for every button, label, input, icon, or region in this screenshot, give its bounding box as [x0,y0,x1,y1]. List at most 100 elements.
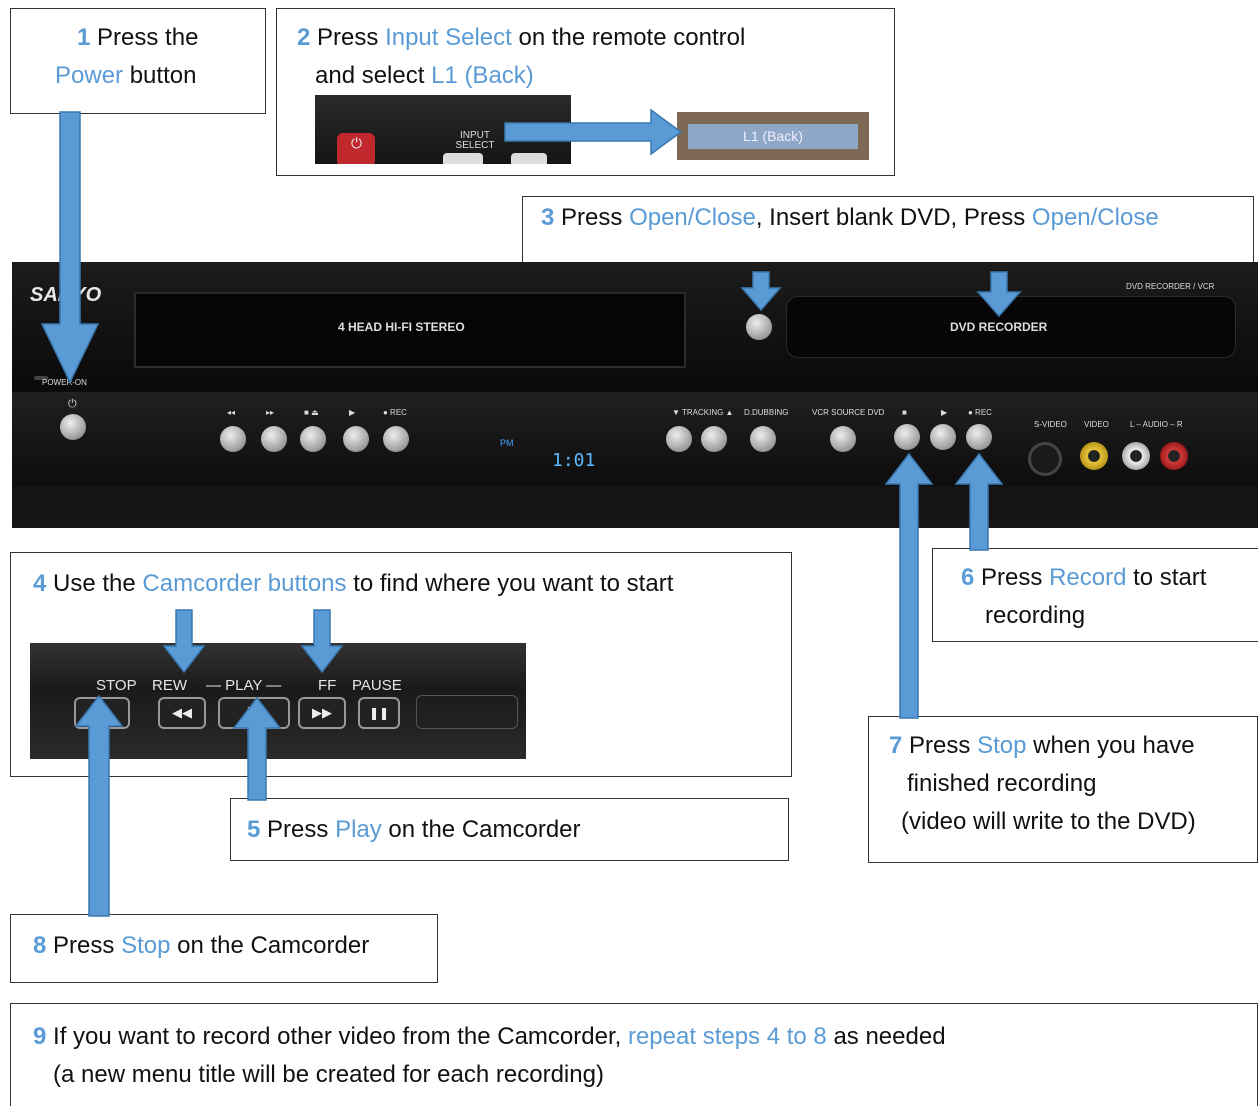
step-6-line-2: recording [985,597,1085,635]
tracking-label: ▼ TRACKING ▲ [672,408,734,417]
step-number: 9 [33,1023,47,1050]
step-5-line-1: 5 Press Play on the Camcorder [247,811,581,849]
vcr-play-label: ▶ [349,408,356,417]
step-text: (a new menu title will be created for ea… [53,1061,604,1088]
step-highlight: Record [1049,564,1127,591]
dvd-rec-button [966,424,992,450]
step-number: 1 [77,24,91,51]
remote-button [511,153,547,164]
step-number: 8 [33,932,47,959]
source-label: VCR SOURCE DVD [812,408,885,417]
step-8-box: 8 Press Stop on the Camcorder [10,914,438,983]
step-highlight: Power [55,62,124,89]
video-label: VIDEO [1084,420,1109,429]
step-text: recording [985,602,1086,629]
dvd-tray-label: DVD RECORDER [950,320,1048,334]
power-icon: ⏻ [68,398,77,410]
power-button [60,414,86,440]
step-7-line-3: (video will write to the DVD) [901,803,1196,841]
l1-back-option: L1 (Back) [688,124,858,149]
power-on-label: POWER-ON [42,378,87,387]
front-panel-strip [12,392,1258,486]
step-highlight: Open/Close [629,204,756,231]
vcr-door [134,292,686,368]
step-text: , Insert blank DVD, Press [755,204,1026,231]
power-icon: ⏻ [351,135,363,151]
step-number: 7 [889,732,903,759]
cam-ff-button: ▶▶ [298,697,346,729]
step-text: Press [561,204,623,231]
step-1-box: 1 Press the Power button [10,8,266,114]
step-9-line-2: (a new menu title will be created for ea… [53,1056,604,1094]
cam-stop-label: STOP [96,677,137,694]
step-1-line-1: 1 Press the [77,19,198,57]
vcr-rew-button [220,426,246,452]
display-time: 1:01 [552,450,596,471]
power-indicator [34,376,48,380]
vcr-rew-label: ◂◂ [227,408,236,417]
camcorder-photo: STOP REW — PLAY — FF PAUSE □ ◀◀ ▷ ▶▶ ❚❚ [30,643,526,759]
display-pm: PM [500,438,514,448]
step-number: 5 [247,816,261,843]
step-text: Press [317,24,379,51]
step-6-box: 6 Press Record to start recording [932,548,1258,642]
audio-right-jack [1160,442,1188,470]
cam-pause-label: PAUSE [352,677,402,694]
step-number: 4 [33,570,47,597]
video-jack [1080,442,1108,470]
step-text: on the remote control [518,24,746,51]
dvd-rec-label: ● REC [968,408,992,417]
arrow-step-8-to-stop [74,694,124,917]
step-1-line-2: Power button [55,57,196,95]
vcr-rec-button [383,426,409,452]
dubbing-button [750,426,776,452]
cam-panel-slot [416,695,518,729]
step-number: 2 [297,24,311,51]
arrow-step-1-to-power [40,111,100,384]
step-text: and select [315,62,425,89]
step-text: on the Camcorder [388,816,581,843]
step-9-box: 9 If you want to record other video from… [10,1003,1258,1106]
dvd-stop-label: ■ [902,408,907,417]
dvd-play-label: ▶ [941,408,948,417]
vcr-rec-label: ● REC [383,408,407,417]
arrow-step-4-to-rew [162,609,206,674]
step-7-box: 7 Press Stop when you have finished reco… [868,716,1258,863]
step-highlight: Open/Close [1031,204,1159,231]
audio-label: L – AUDIO – R [1130,420,1183,429]
step-3-box: 3 Press Open/Close, Insert blank DVD, Pr… [522,196,1254,273]
step-text: (video will write to the DVD) [901,808,1196,835]
vcr-ff-button [261,426,287,452]
arrow-step-5-to-play [232,696,282,801]
step-text: Use the [53,570,136,597]
arrow-remote-to-screen [504,108,683,156]
vcr-ff-label: ▸▸ [266,408,275,417]
s-video-jack [1028,442,1062,476]
s-video-label: S-VIDEO [1034,420,1067,429]
step-text: Press [267,816,329,843]
step-highlight: repeat steps 4 to 8 [627,1023,827,1050]
step-text: If you want to record other video from t… [53,1023,622,1050]
dvd-play-button [930,424,956,450]
cam-play-label: — PLAY — [206,677,282,694]
step-3-line-1: 3 Press Open/Close, Insert blank DVD, Pr… [541,199,1159,237]
vcr-door-label: 4 HEAD HI-FI STEREO [338,320,465,334]
model-label: DVD RECORDER / VCR [1126,282,1215,291]
dvd-stop-button [894,424,920,450]
step-highlight: Stop [977,732,1027,759]
step-text: finished recording [907,770,1097,797]
arrow-step-4-to-ff [300,609,344,674]
step-7-line-2: finished recording [907,765,1096,803]
step-number: 3 [541,204,555,231]
step-text: on the Camcorder [177,932,370,959]
cam-ff-label: FF [318,677,337,694]
dubbing-label: D.DUBBING [744,408,789,417]
source-button [830,426,856,452]
arrow-step-7-to-stop [884,452,934,719]
step-6-line-1: 6 Press Record to start [961,559,1206,597]
audio-left-jack [1122,442,1150,470]
step-highlight: Input Select [385,24,512,51]
arrow-step-6-to-record [954,452,1004,551]
remote-power-button [337,133,375,164]
step-highlight: Stop [121,932,171,959]
